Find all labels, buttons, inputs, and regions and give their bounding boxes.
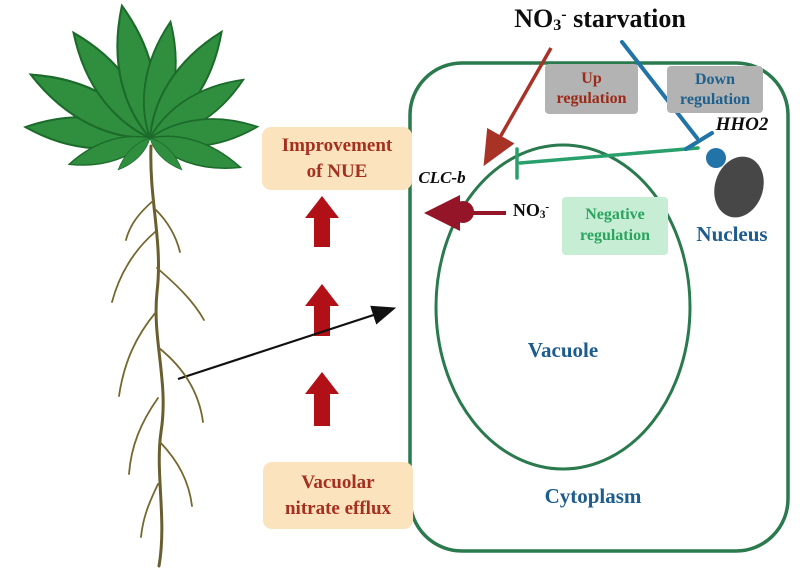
- down-regulation-box: Down regulation: [667, 66, 763, 113]
- no3-superscript: -: [545, 201, 550, 214]
- hho2-label: HHO2: [715, 114, 769, 135]
- negative-regulation-box: Negative regulation: [562, 197, 668, 255]
- no3-prefix: NO: [512, 200, 540, 220]
- hho2-dot: [706, 148, 726, 168]
- vacuole-label: Vacuole: [527, 338, 599, 362]
- improvement-of-nue-box: Improvement of NUE: [262, 127, 412, 190]
- vacuolar-nitrate-efflux-box: Vacuolar nitrate efflux: [263, 462, 413, 529]
- leaf-rosette: [23, 3, 260, 171]
- title-suffix: starvation: [566, 4, 686, 33]
- block-arrow-up-bottom: [305, 372, 339, 426]
- title-superscript: -: [561, 5, 567, 23]
- root-to-cell-arrow: [177, 305, 397, 381]
- red-regulation-arrow: [483, 47, 553, 167]
- down-regulation-line1: Down: [694, 70, 735, 88]
- red-block-arrows: [305, 196, 339, 426]
- clcb-label: CLC-b: [418, 168, 466, 187]
- clcb-transporter: [452, 201, 474, 223]
- vacuole-membrane: [434, 143, 692, 471]
- down-regulation-line2: regulation: [680, 90, 750, 108]
- negative-regulation-line2: regulation: [580, 227, 650, 244]
- blue-inhibition-line: [620, 40, 714, 151]
- up-regulation-box: Up regulation: [545, 64, 638, 114]
- efflux-line2: nitrate efflux: [284, 497, 392, 519]
- negative-regulation-line1: Negative: [585, 206, 645, 224]
- improvement-line2: of NUE: [306, 160, 368, 182]
- nucleus-label: Nucleus: [696, 222, 768, 246]
- title-subscript: 3: [553, 17, 562, 35]
- plant-illustration: [23, 3, 260, 568]
- title-no3-starvation: NO3- starvation: [488, 4, 712, 35]
- title-prefix: NO: [514, 4, 554, 33]
- cytoplasm-label: Cytoplasm: [544, 484, 642, 508]
- block-arrow-up-top: [305, 196, 339, 247]
- no3-subscript: 3: [539, 209, 546, 222]
- no3-label: NO3-: [503, 200, 559, 221]
- block-arrow-up-middle: [305, 284, 339, 336]
- green-inhibition-line: [515, 146, 700, 180]
- up-regulation-line1: Up: [581, 70, 602, 87]
- improvement-line1: Improvement: [281, 134, 393, 156]
- efflux-line1: Vacuolar: [301, 471, 375, 493]
- up-regulation-line2: regulation: [556, 90, 627, 107]
- nucleus-graphic: [706, 148, 764, 218]
